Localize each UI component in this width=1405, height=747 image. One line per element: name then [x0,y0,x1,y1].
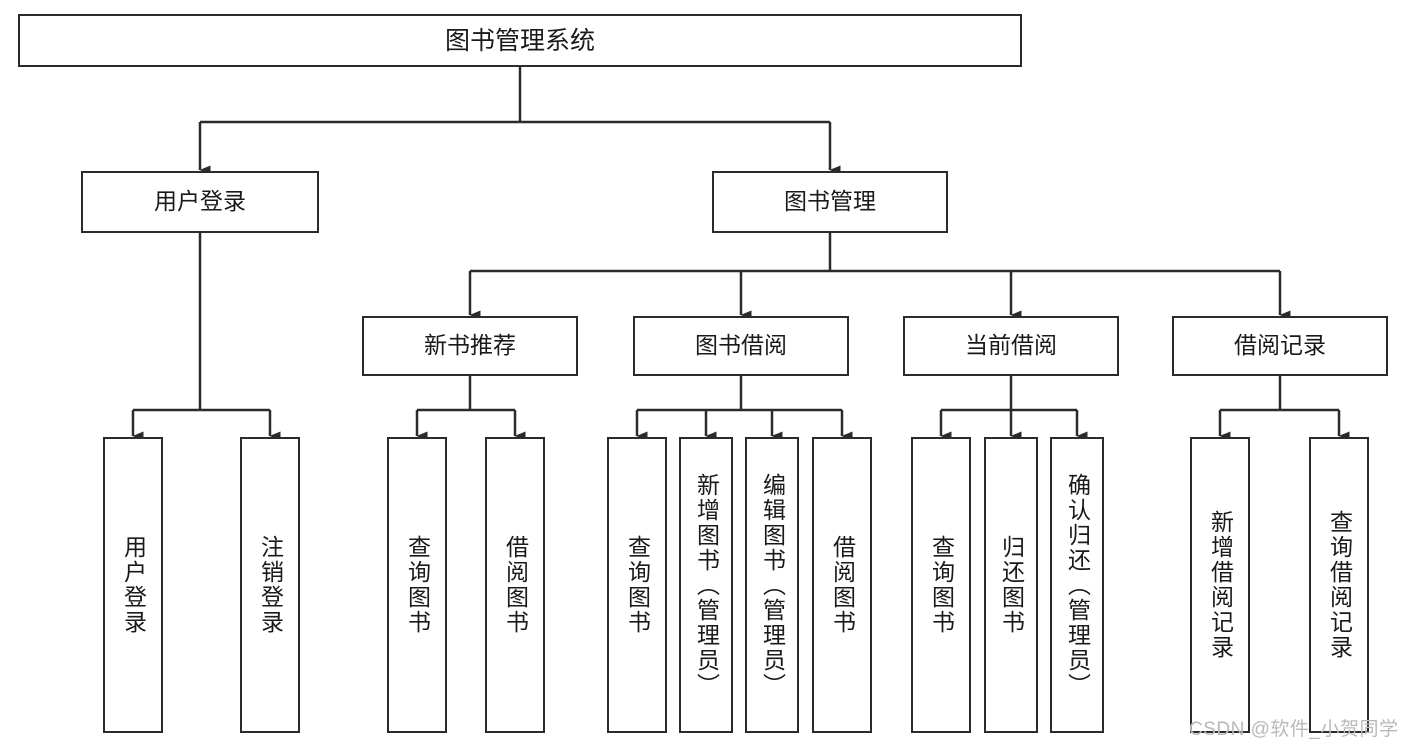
node-user-login[interactable]: 用户登录 [81,171,319,233]
node-root[interactable]: 图书管理系统 [18,14,1022,67]
node-label: 查询图书 [928,535,955,635]
node-leaf-query-book-3[interactable]: 查询图书 [911,437,971,733]
node-label: 用户登录 [120,535,147,635]
node-label: 图书借阅 [695,332,787,359]
node-leaf-confirm-return[interactable]: 确认归还（管理员） [1050,437,1104,733]
node-borrow-record[interactable]: 借阅记录 [1172,316,1388,376]
node-leaf-query-book-2[interactable]: 查询图书 [607,437,667,733]
node-label: 编辑图书（管理员） [759,472,786,698]
node-label: 借阅图书 [829,535,856,635]
node-current-borrow[interactable]: 当前借阅 [903,316,1119,376]
node-leaf-edit-book[interactable]: 编辑图书（管理员） [745,437,799,733]
watermark-text: CSDN @软件_小贺同学 [1189,719,1399,740]
node-label: 归还图书 [998,535,1025,635]
node-leaf-add-record[interactable]: 新增借阅记录 [1190,437,1250,733]
node-leaf-user-login[interactable]: 用户登录 [103,437,163,733]
node-leaf-return-book[interactable]: 归还图书 [984,437,1038,733]
node-label: 图书管理系统 [444,26,595,55]
node-leaf-query-record[interactable]: 查询借阅记录 [1309,437,1369,733]
node-book-manage[interactable]: 图书管理 [712,171,948,233]
node-leaf-borrow-book-2[interactable]: 借阅图书 [812,437,872,733]
node-label: 查询图书 [404,535,431,635]
node-label: 图书管理 [784,188,876,215]
node-label: 注销登录 [257,535,284,635]
node-leaf-add-book[interactable]: 新增图书（管理员） [679,437,733,733]
node-book-borrow[interactable]: 图书借阅 [633,316,849,376]
node-label: 查询借阅记录 [1326,510,1353,660]
node-leaf-borrow-book-1[interactable]: 借阅图书 [485,437,545,733]
node-label: 新增借阅记录 [1207,510,1234,660]
node-label: 新增图书（管理员） [693,472,720,698]
node-label: 查询图书 [624,535,651,635]
node-label: 用户登录 [154,188,246,215]
connector-group [131,67,1350,441]
node-label: 确认归还（管理员） [1064,472,1091,698]
node-leaf-user-logout[interactable]: 注销登录 [240,437,300,733]
node-label: 新书推荐 [424,332,516,359]
node-label: 借阅记录 [1234,332,1326,359]
node-leaf-query-book-1[interactable]: 查询图书 [387,437,447,733]
node-label: 当前借阅 [965,332,1057,359]
node-label: 借阅图书 [502,535,529,635]
node-new-book-recommend[interactable]: 新书推荐 [362,316,578,376]
